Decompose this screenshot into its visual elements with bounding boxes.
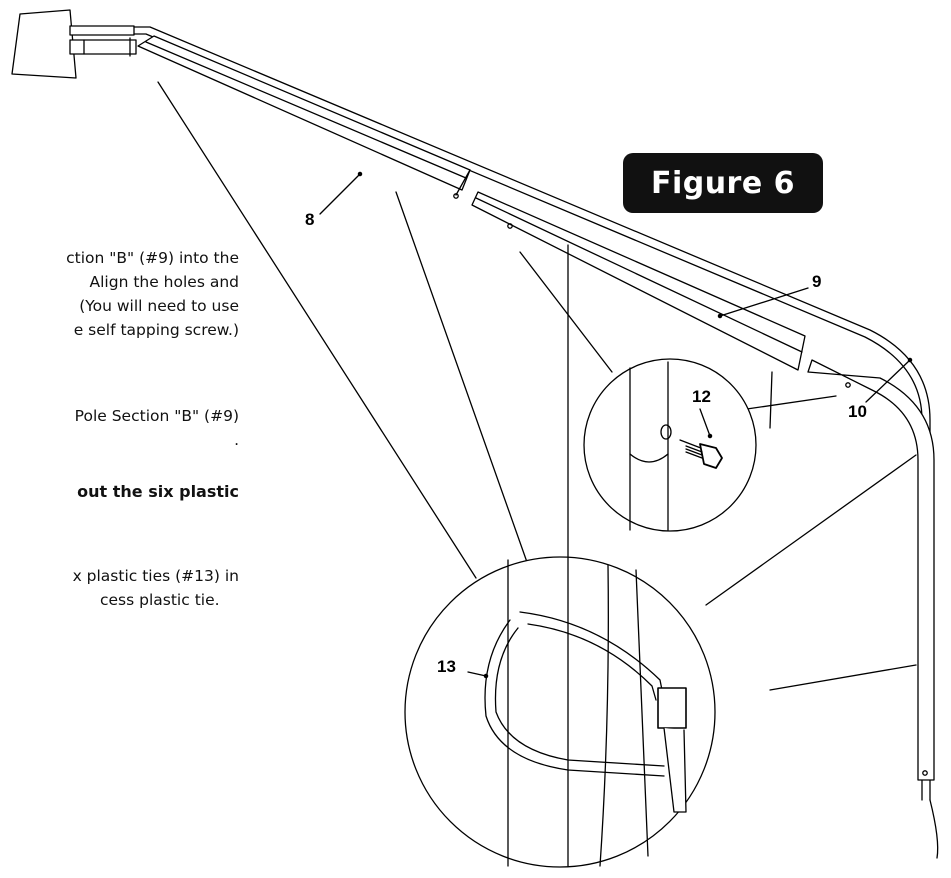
instruction-step-2: Pole Section "B" (#9) . xyxy=(0,404,239,452)
figure-label-badge: Figure 6 xyxy=(623,153,823,213)
support-wires xyxy=(157,81,917,691)
lamp-head xyxy=(11,9,137,79)
pole-section-9 xyxy=(471,191,806,371)
instruction-line: ction "B" (#9) into the xyxy=(66,249,239,267)
instruction-line: (You will need to use xyxy=(79,297,239,315)
pole-section-10 xyxy=(807,359,935,781)
callout-part-8: 8 xyxy=(305,210,315,229)
instruction-line: x plastic ties (#13) in xyxy=(72,567,239,585)
callout-part-13: 13 xyxy=(437,657,456,676)
instruction-line: Pole Section "B" (#9) xyxy=(74,407,239,425)
callout-leaders xyxy=(319,171,913,679)
instruction-line: e self tapping screw.) xyxy=(73,321,239,339)
instruction-line: Align the holes and xyxy=(89,273,239,291)
callout-part-9: 9 xyxy=(812,272,822,291)
plastic-tie-detail-circle xyxy=(404,556,716,868)
pole-section-8 xyxy=(137,35,471,199)
instruction-step-1: ction "B" (#9) into the Align the holes … xyxy=(0,246,239,342)
callout-part-10: 10 xyxy=(848,402,867,421)
instruction-heading: out the six plastic xyxy=(77,482,239,501)
instruction-line: cess plastic tie. xyxy=(100,591,220,609)
callout-part-12: 12 xyxy=(692,387,711,406)
instruction-step-3: x plastic ties (#13) in cess plastic tie… xyxy=(0,564,239,612)
instruction-line: . xyxy=(234,431,239,449)
bolt-detail-circle xyxy=(519,251,837,532)
